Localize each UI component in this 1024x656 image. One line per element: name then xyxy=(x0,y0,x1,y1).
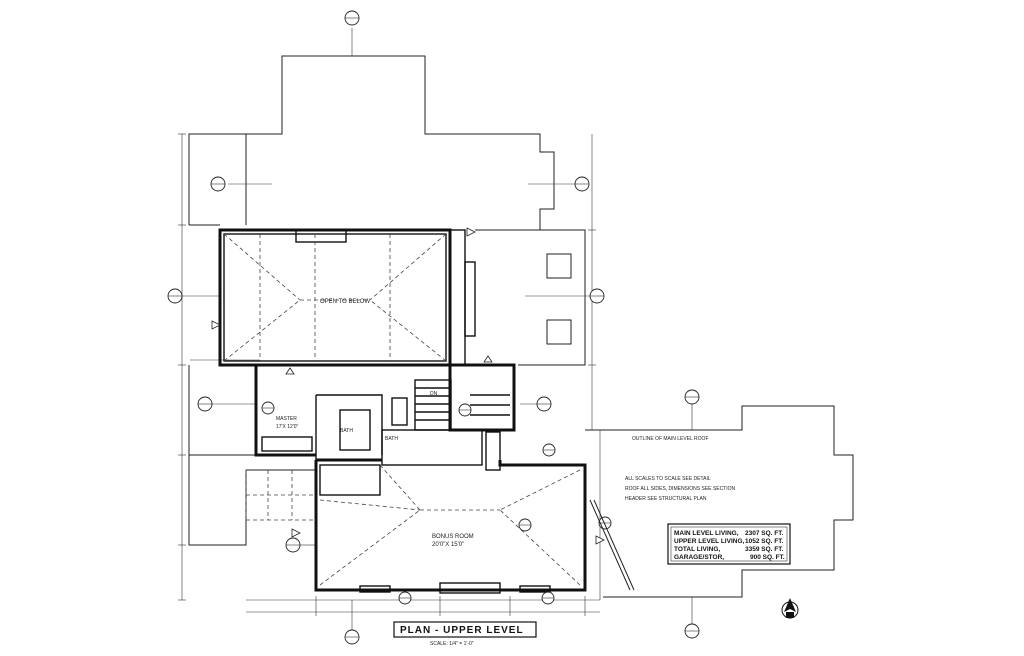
master-bath-size: 17'X 12'0" xyxy=(276,424,299,430)
section-marker-icon xyxy=(167,288,183,304)
area-label-total: TOTAL LIVING, xyxy=(674,546,720,553)
section-marker-icon xyxy=(589,288,605,304)
bay-roof-lines xyxy=(589,499,635,591)
section-marker-icon xyxy=(574,176,590,192)
elevation-tag-icon xyxy=(466,227,476,237)
upper-level-walls xyxy=(218,228,587,594)
elevation-tag-icon xyxy=(211,320,221,330)
bath-label: BATH xyxy=(340,428,353,434)
section-marker-icon xyxy=(536,396,552,412)
area-label-garage: GARAGE/STOR, xyxy=(674,554,724,561)
area-label-upper: UPPER LEVEL LIVING, xyxy=(674,538,745,545)
section-marker-icon xyxy=(518,518,532,532)
section-marker-icon xyxy=(542,443,556,457)
plan-scale: SCALE: 1/4" = 1'-0" xyxy=(430,641,474,647)
plan-title: PLAN - UPPER LEVEL xyxy=(400,625,524,636)
section-marker-icon xyxy=(210,176,226,192)
general-note: ALL SCALES TO SCALE SEE DETAIL xyxy=(625,476,711,482)
section-marker-icon xyxy=(344,10,360,26)
elevation-tag-icon xyxy=(595,535,605,545)
main-level-roof-outline xyxy=(188,55,854,598)
bottom-dimension-lines xyxy=(246,596,600,616)
section-marker-icon xyxy=(197,396,213,412)
master-bath-label: MASTER xyxy=(276,416,297,422)
section-marker-icon xyxy=(541,591,555,605)
area-value-upper: 1052 SQ. FT. xyxy=(745,538,783,545)
header-note: HEADER SEE STRUCTURAL PLAN xyxy=(625,496,707,502)
section-markers xyxy=(167,10,700,645)
elevation-tags xyxy=(211,227,605,545)
elevation-tag-icon xyxy=(483,355,493,363)
elevation-tag-icon xyxy=(291,528,301,538)
section-marker-icon xyxy=(684,623,700,639)
area-value-garage: 900 SQ. FT. xyxy=(750,554,785,561)
area-table: MAIN LEVEL LIVING, 2307 SQ. FT. UPPER LE… xyxy=(667,523,791,565)
section-marker-icon xyxy=(344,629,360,645)
bath2-label: BATH xyxy=(385,436,398,442)
roof-hip-lines xyxy=(223,233,581,586)
drawing-title: PLAN - UPPER LEVEL SCALE: 1/4" = 1'-0" xyxy=(393,621,537,647)
stair-label: DN xyxy=(430,391,438,397)
section-marker-icon xyxy=(261,401,275,415)
section-marker-icon xyxy=(458,403,472,417)
elevation-tag-icon xyxy=(285,367,295,375)
section-marker-icon xyxy=(598,516,612,530)
roof-note: ROOF ALL SIDES, DIMENSIONS SEE SECTION xyxy=(625,486,736,492)
bonus-room-size: 20'0"X 15'0" xyxy=(432,542,464,548)
section-marker-icon xyxy=(285,537,301,553)
area-value-total: 3359 SQ. FT. xyxy=(745,546,783,553)
roof-outline-note: OUTLINE OF MAIN LEVEL ROOF xyxy=(632,436,709,442)
grid-reference-lines xyxy=(182,28,693,630)
left-dimension-lines xyxy=(178,133,260,601)
north-arrow-icon xyxy=(781,598,799,619)
area-label-main: MAIN LEVEL LIVING, xyxy=(674,530,739,537)
section-marker-icon xyxy=(398,591,412,605)
bonus-room-label: BONUS ROOM xyxy=(432,534,474,540)
section-marker-icon xyxy=(684,389,700,405)
open-to-below-label: OPEN TO BELOW xyxy=(320,299,370,305)
stair-treads xyxy=(415,387,510,421)
area-value-main: 2307 SQ. FT. xyxy=(745,530,783,537)
right-dimension-lines xyxy=(588,134,601,600)
